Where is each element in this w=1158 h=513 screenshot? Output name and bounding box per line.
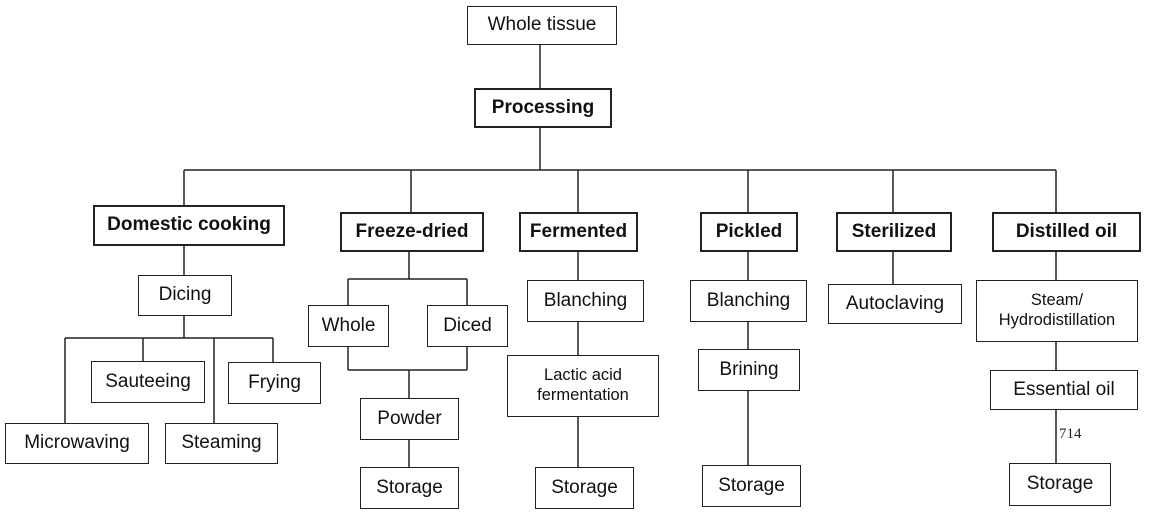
node-processing: Processing: [474, 88, 612, 128]
node-distilled-oil: Distilled oil: [992, 212, 1141, 252]
node-steam-hydrodistillation: Steam/ Hydrodistillation: [976, 280, 1138, 342]
node-brining: Brining: [698, 349, 800, 391]
node-autoclaving: Autoclaving: [828, 284, 962, 324]
node-powder: Powder: [360, 398, 459, 440]
node-lactic-acid-fermentation: Lactic acid fermentation: [507, 355, 659, 417]
node-fermented: Fermented: [519, 212, 638, 252]
page-number: 714: [1059, 426, 1082, 442]
node-pickled-blanching: Blanching: [690, 280, 807, 322]
node-dicing: Dicing: [138, 275, 232, 316]
lactic-acid-line1: Lactic acid: [544, 366, 622, 385]
node-distilled-storage: Storage: [1009, 463, 1111, 506]
node-freeze-storage: Storage: [360, 467, 459, 509]
node-freeze-dried: Freeze-dried: [340, 212, 484, 252]
node-diced: Diced: [427, 305, 508, 347]
node-fermented-storage: Storage: [535, 467, 634, 509]
node-sauteeing: Sauteeing: [91, 361, 205, 403]
steam-line1: Steam/: [1030, 291, 1084, 310]
node-steaming: Steaming: [165, 423, 278, 464]
lactic-acid-line2: fermentation: [537, 386, 629, 404]
node-whole: Whole: [308, 305, 389, 347]
node-pickled-storage: Storage: [702, 465, 801, 507]
node-essential-oil: Essential oil: [990, 370, 1138, 410]
node-microwaving: Microwaving: [5, 423, 149, 464]
node-domestic-cooking: Domestic cooking: [93, 205, 285, 246]
node-pickled: Pickled: [700, 212, 798, 252]
steam-line2: Hydrodistillation: [998, 311, 1116, 329]
node-sterilized: Sterilized: [836, 212, 952, 252]
node-whole-tissue: Whole tissue: [467, 6, 617, 45]
node-frying: Frying: [228, 362, 321, 404]
node-fermented-blanching: Blanching: [527, 280, 644, 322]
